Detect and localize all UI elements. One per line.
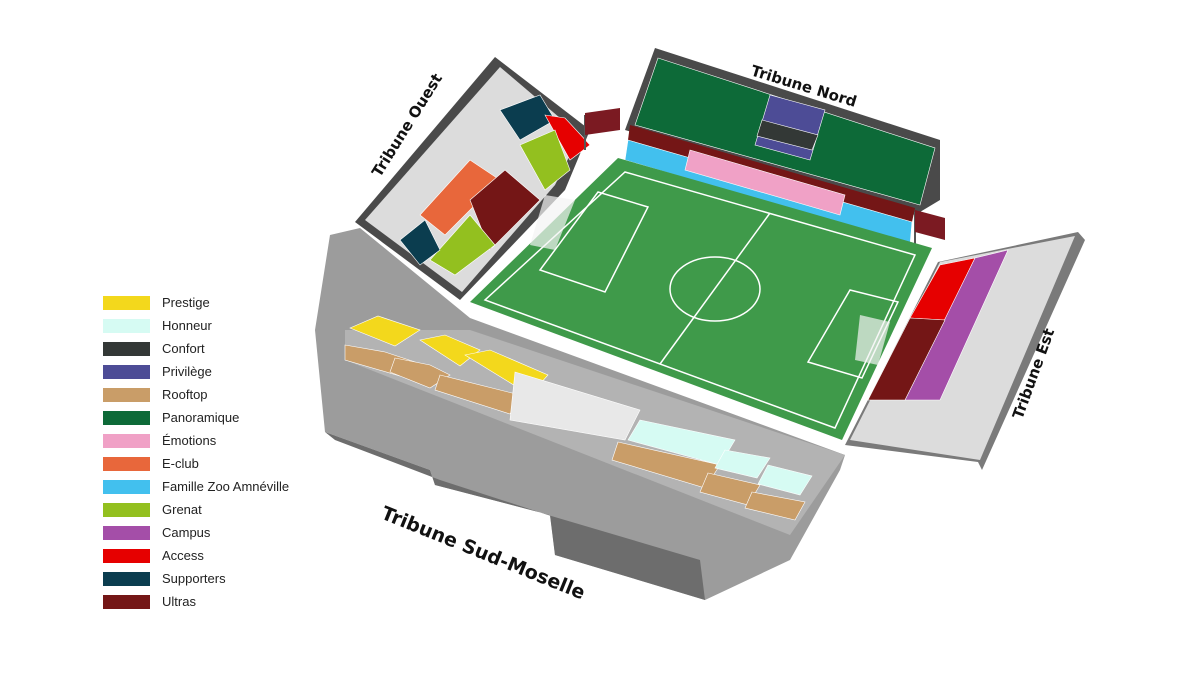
section-grenat[interactable] [429, 214, 496, 276]
legend-swatch [103, 571, 150, 586]
legend-swatch [103, 387, 150, 402]
tribune-nord[interactable] [624, 48, 940, 246]
section-confort[interactable] [756, 119, 819, 151]
legend-swatch [103, 548, 150, 563]
legend-swatch [103, 410, 150, 425]
section-standard[interactable] [509, 371, 641, 441]
legend-swatch [103, 364, 150, 379]
pitch [470, 158, 932, 440]
legend-swatch [103, 479, 150, 494]
legend-label: Rooftop [162, 387, 208, 402]
legend-item[interactable]: Prestige [103, 291, 289, 314]
section-honneur[interactable] [714, 449, 771, 479]
legend-swatch [103, 341, 150, 356]
legend-swatch [103, 433, 150, 448]
legend-swatch [103, 594, 150, 609]
legend-label: Honneur [162, 318, 212, 333]
flag-icon [584, 108, 945, 250]
legend-label: Confort [162, 341, 205, 356]
legend-item[interactable]: Confort [103, 337, 289, 360]
section-grenat[interactable] [519, 129, 571, 191]
section-ultras[interactable] [867, 317, 946, 401]
legend-item[interactable]: Supporters [103, 567, 289, 590]
legend-swatch [103, 525, 150, 540]
legend-item[interactable]: E-club [103, 452, 289, 475]
legend-swatch [103, 502, 150, 517]
legend-item[interactable]: Campus [103, 521, 289, 544]
legend-label: Grenat [162, 502, 202, 517]
legend-item[interactable]: Honneur [103, 314, 289, 337]
legend-item[interactable]: Privilège [103, 360, 289, 383]
legend-item[interactable]: Ultras [103, 590, 289, 613]
legend-label: Campus [162, 525, 211, 540]
section-access[interactable] [544, 114, 591, 161]
legend-item[interactable]: Famille Zoo Amnéville [103, 475, 289, 498]
tribune-sud[interactable] [315, 228, 845, 600]
legend-label: Privilège [162, 364, 212, 379]
legend-swatch [103, 318, 150, 333]
legend-item[interactable]: Émotions [103, 429, 289, 452]
legend-label: Famille Zoo Amnéville [162, 479, 290, 494]
section-rooftop[interactable] [434, 374, 521, 415]
legend-label: Supporters [162, 571, 226, 586]
legend-label: Access [162, 548, 204, 563]
tribune-est[interactable] [845, 232, 1085, 470]
legend-label: Panoramique [162, 410, 240, 425]
section-prestige[interactable] [419, 334, 481, 367]
section-prestige[interactable] [349, 315, 421, 347]
section-honneur[interactable] [757, 464, 813, 496]
section-supporters[interactable] [399, 219, 441, 266]
legend-item[interactable]: Access [103, 544, 289, 567]
legend-item[interactable]: Grenat [103, 498, 289, 521]
legend-swatch [103, 295, 150, 310]
section-emotions[interactable] [684, 149, 846, 216]
legend-item[interactable]: Rooftop [103, 383, 289, 406]
legend-item[interactable]: Panoramique [103, 406, 289, 429]
legend-label: Émotions [162, 433, 217, 448]
legend-label: Prestige [162, 295, 210, 310]
section-rooftop[interactable] [744, 491, 806, 521]
legend-swatch [103, 456, 150, 471]
legend-label: Ultras [162, 594, 196, 609]
tribune-ouest[interactable] [355, 57, 591, 300]
legend-label: E-club [162, 456, 199, 471]
